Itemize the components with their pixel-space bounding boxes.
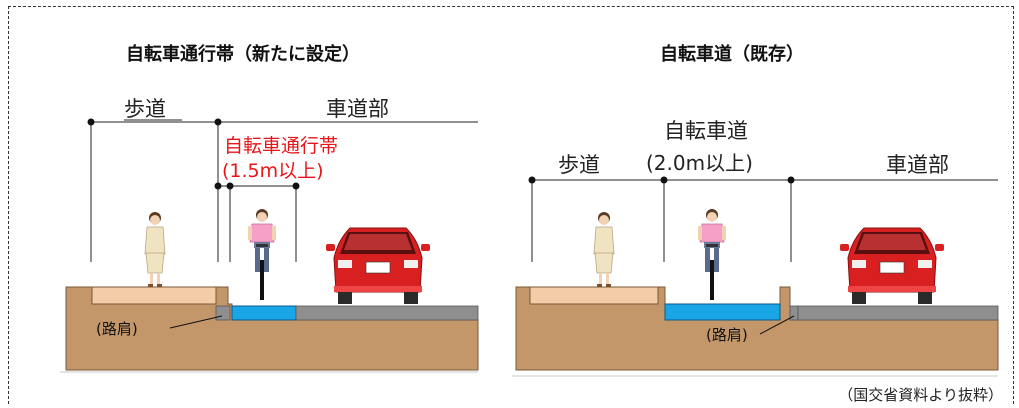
left-sidewalk xyxy=(91,286,217,305)
left-bike-lane xyxy=(231,305,297,321)
pedestrian-icon xyxy=(144,211,166,288)
right-bike-path xyxy=(664,303,781,321)
cyclist-icon xyxy=(697,208,727,301)
right-bike-path-width: (2.0m以上) xyxy=(646,151,753,175)
left-bike-lane-label: 自転車通行帯 xyxy=(224,135,338,157)
left-road xyxy=(295,305,479,321)
right-road xyxy=(797,305,999,321)
left-diagram: 歩道 車道部 自転車通行帯 (1.5m以上) (路肩) xyxy=(60,97,479,373)
right-roadway-label: 車道部 xyxy=(886,153,949,177)
right-shoulder-label: (路肩) xyxy=(706,326,748,344)
car-icon xyxy=(839,227,945,305)
pedestrian-icon xyxy=(593,211,615,288)
left-shoulder-label: (路肩) xyxy=(96,320,138,338)
source-note: （国交省資料より抜粋） xyxy=(838,386,1003,404)
right-diagram: 自転車道 (2.0m以上) 歩道 車道部 (路肩) xyxy=(512,119,999,377)
right-bike-path-label: 自転車道 xyxy=(664,119,748,143)
left-shoulder-leader xyxy=(169,315,223,329)
left-roadway-label: 車道部 xyxy=(326,97,389,121)
left-diagram-heading: 自転車通行帯（新たに設定） xyxy=(126,44,360,65)
right-sidewalk-label: 歩道 xyxy=(558,153,600,177)
left-bike-lane-width: (1.5m以上) xyxy=(222,160,324,182)
right-diagram-heading: 自転車道（既存） xyxy=(660,44,804,65)
cyclist-icon xyxy=(247,208,277,301)
left-sidewalk-label: 歩道 xyxy=(124,97,166,121)
car-icon xyxy=(325,227,431,305)
right-shoulder-leader xyxy=(759,315,795,335)
right-sidewalk xyxy=(529,286,659,305)
dashed-frame xyxy=(8,6,1014,404)
left-shoulder xyxy=(215,305,231,321)
